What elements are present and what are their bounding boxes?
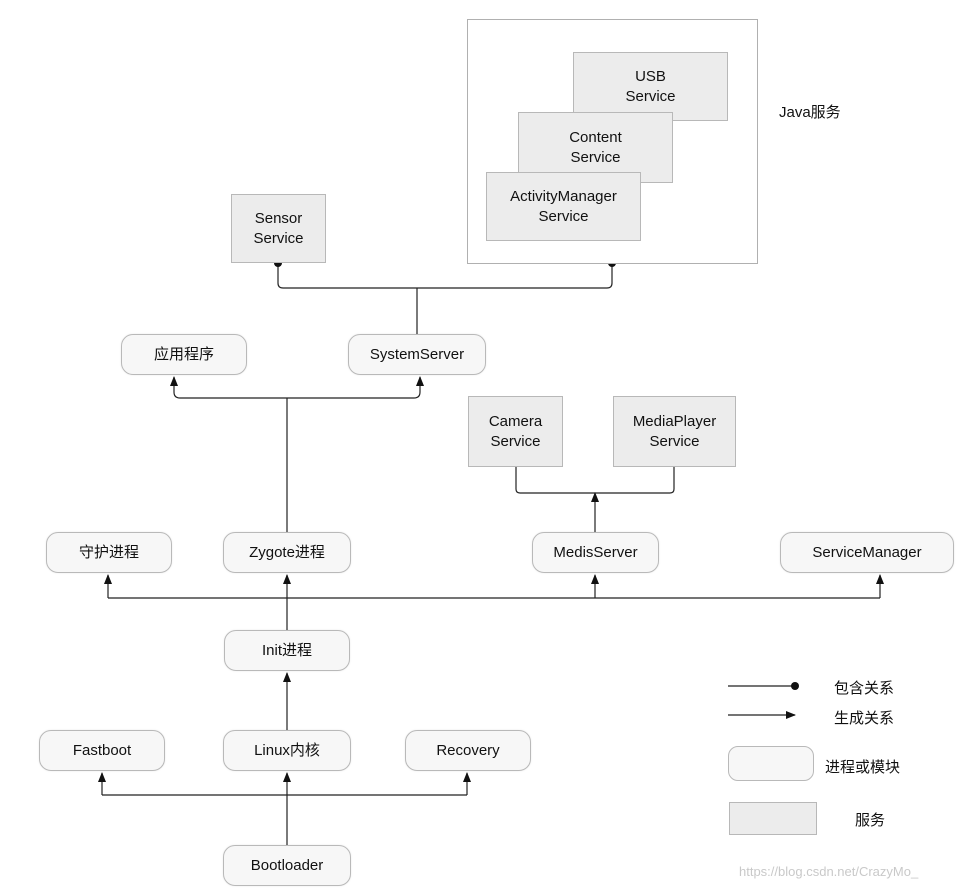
watermark: https://blog.csdn.net/CrazyMo_ (739, 864, 919, 879)
camera-service-node: Camera Service (468, 396, 563, 467)
legend-contains-dot (791, 682, 799, 690)
edge-zygote-systemserver (287, 376, 424, 399)
legend-process-box (728, 746, 814, 781)
service-manager-node: ServiceManager (780, 532, 954, 573)
zygote-node: Zygote进程 (223, 532, 351, 573)
daemon-node: 守护进程 (46, 532, 172, 573)
legend-service-label: 服务 (855, 812, 886, 829)
mediaplayer-service-node: MediaPlayer Service (613, 396, 736, 467)
activity-manager-service-node: ActivityManager Service (486, 172, 641, 241)
edge-systemserver-java (417, 263, 613, 289)
bootloader-node: Bootloader (223, 845, 351, 886)
java-services-label: Java服务 (779, 104, 841, 121)
apps-node: 应用程序 (121, 334, 247, 375)
linux-kernel-node: Linux内核 (223, 730, 351, 771)
legend-generates-label: 生成关系 (834, 710, 895, 727)
legend-contains-label: 包含关系 (834, 680, 895, 697)
legend-service-box (729, 802, 817, 835)
sensor-service-node: Sensor Service (231, 194, 326, 263)
edge-zygote-apps (170, 376, 287, 399)
content-service-node: Content Service (518, 112, 673, 183)
fastboot-node: Fastboot (39, 730, 165, 771)
medis-server-node: MedisServer (532, 532, 659, 573)
system-server-node: SystemServer (348, 334, 486, 375)
edge-medis-camera (515, 467, 595, 494)
usb-service-node: USB Service (573, 52, 728, 121)
edge-medis-mediaplayer (595, 467, 675, 494)
recovery-node: Recovery (405, 730, 531, 771)
legend-process-label: 进程或模块 (825, 759, 901, 776)
init-node: Init进程 (224, 630, 350, 671)
edge-systemserver-sensor (277, 263, 417, 289)
